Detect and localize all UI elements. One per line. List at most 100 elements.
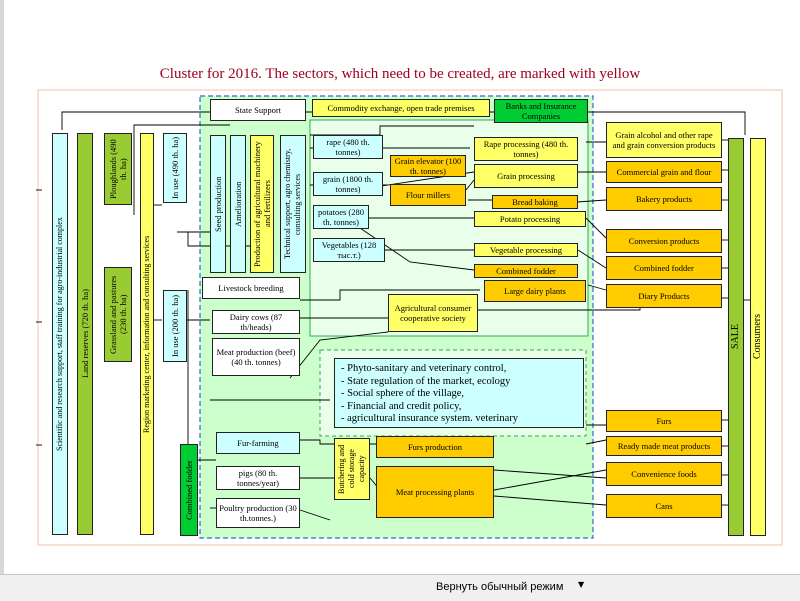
dropdown-arrow-icon[interactable]: ▼ (578, 580, 585, 589)
potatoes-box: potatoes (280 th. tonnes) (313, 205, 369, 229)
commercial-grain-label: Commercial grain and flour (616, 167, 712, 177)
region-marketing-box: Region marketing center, information and… (140, 133, 154, 535)
pigs-box: pigs (80 th. tonnes/year) (216, 466, 300, 490)
bread-baking-label: Bread baking (512, 197, 558, 207)
rape-label: rape (480 th. tonnes) (326, 137, 370, 157)
diary-products-box: Diary Products (606, 284, 722, 308)
banks-label: Banks and Insurance Companies (505, 101, 577, 121)
grain-box: grain (1800 th. tonnes) (313, 172, 383, 196)
fur-farming-box: Fur-farming (216, 432, 300, 454)
agri-coop-label: Agricultural consumer cooperative societ… (394, 303, 472, 323)
land-reserves-label: Land reserves (720 th. ha) (80, 289, 90, 379)
combined-fodder-left-label: Combined fodder (184, 460, 194, 520)
flour-millers-box: Flour millers (390, 184, 466, 206)
vegetables-box: Vegetables (128 тыс.т.) (313, 238, 385, 262)
rape-processing-box: Rape processing (480 th. tonnes) (474, 137, 578, 161)
state-support-label: State Support (234, 105, 282, 115)
vegetable-processing-label: Vegetable processing (490, 245, 562, 255)
convenience-foods-box: Convenience foods (606, 462, 722, 486)
agri-coop-box: Agricultural consumer cooperative societ… (388, 294, 478, 332)
grain-processing-box: Grain processing (474, 164, 578, 188)
policy-item: - Phyto-sanitary and veterinary control, (341, 363, 507, 374)
scientific-support-box: Scientific and research support, staff t… (52, 133, 68, 535)
vegetable-processing-box: Vegetable processing (474, 243, 578, 257)
poultry-box: Poultry production (30 th.tonnes.) (216, 498, 300, 528)
livestock-breeding-label: Livestock breeding (218, 283, 284, 293)
amelioration-box: Amelioration (230, 135, 246, 273)
state-support-box: State Support (210, 99, 306, 121)
technical-support-box: Technical support, agro chemistry, consu… (280, 135, 306, 273)
commodity-exchange-box: Commodity exchange, open trade premises (312, 99, 490, 117)
combined-fodder-mid-label: Combined fodder (496, 266, 556, 276)
technical-support-label: Technical support, agro chemistry, consu… (283, 148, 302, 260)
consumers-box: Consumers (750, 138, 766, 536)
scientific-support-label: Scientific and research support, staff t… (55, 217, 64, 451)
conversion-products-label: Conversion products (628, 236, 700, 246)
meat-processing-plants-box: Meat processing plants (376, 466, 494, 518)
large-dairy-plants-label: Large dairy plants (504, 286, 566, 296)
potatoes-label: potatoes (280 th. tonnes) (317, 207, 365, 227)
restore-normal-mode-button[interactable]: Вернуть обычный режим (436, 581, 564, 593)
region-marketing-label: Region marketing center, information and… (142, 235, 151, 433)
diary-products-label: Diary Products (638, 291, 690, 301)
grain-alcohol-box: Grain alcohol and other rape and grain c… (606, 122, 722, 158)
amelioration-label: Amelioration (233, 181, 243, 227)
grain-elevator-box: Grain elevator (100 th. tonnes) (390, 155, 466, 177)
status-bar: Вернуть обычный режим ▼ (0, 574, 800, 601)
cans-box: Cans (606, 494, 722, 518)
fur-farming-label: Fur-farming (237, 438, 279, 448)
bakery-products-box: Bakery products (606, 187, 722, 211)
rape-processing-label: Rape processing (480 th. tonnes) (483, 139, 569, 159)
ploughlands-box: Ploughlands (490 th. ha) (104, 133, 132, 205)
grassland-label: Grassland and pastures (230 th. ha) (108, 275, 128, 354)
agri-machinery-box: Production of agricultural machinery and… (250, 135, 274, 273)
grain-label: grain (1800 th. tonnes) (322, 174, 374, 194)
poultry-label: Poultry production (30 th.tonnes.) (219, 503, 297, 523)
commodity-exchange-label: Commodity exchange, open trade premises (327, 103, 475, 113)
potato-processing-label: Potato processing (499, 214, 561, 224)
grain-processing-label: Grain processing (497, 171, 555, 181)
consumers-label: Consumers (752, 314, 763, 360)
dairy-cows-label: Dairy cows (87 th/heads) (229, 312, 283, 332)
furs-box: Furs (606, 410, 722, 432)
bakery-products-label: Bakery products (636, 194, 692, 204)
sale-label: SALE (730, 324, 741, 350)
in-use-200-box: In use (200 th. ha) (163, 290, 187, 362)
bread-baking-box: Bread baking (492, 195, 578, 209)
combined-fodder-left-box: Combined fodder (180, 444, 198, 536)
land-reserves-box: Land reserves (720 th. ha) (77, 133, 93, 535)
furs-label: Furs (656, 416, 672, 426)
window-edge (0, 0, 4, 574)
outer-frame (37, 89, 783, 546)
seed-production-label: Seed production (213, 176, 223, 232)
policy-item: - agricultural insurance system. veterin… (341, 413, 518, 424)
flour-millers-label: Flour millers (405, 190, 451, 200)
banks-box: Banks and Insurance Companies (494, 99, 588, 123)
butchering-box: Butchering and cold storage capacity (334, 438, 370, 500)
policies-list: - Phyto-sanitary and veterinary control,… (341, 363, 518, 426)
in-use-490-label: In use (490 th. ha) (170, 136, 180, 200)
livestock-breeding-box: Livestock breeding (202, 277, 300, 299)
diagram-title: Cluster for 2016. The sectors, which nee… (159, 66, 641, 82)
meat-beef-box: Meat production (beef) (40 th. tonnes) (212, 338, 300, 376)
combined-fodder-mid-box: Combined fodder (474, 264, 578, 278)
combined-fodder-right-box: Combined fodder (606, 256, 722, 280)
in-use-490-box: In use (490 th. ha) (163, 133, 187, 203)
commercial-grain-box: Commercial grain and flour (606, 161, 722, 183)
policies-box: - Phyto-sanitary and veterinary control,… (334, 358, 584, 428)
policy-item: - Financial and credit policy, (341, 400, 462, 412)
agri-machinery-label: Production of agricultural machinery and… (252, 141, 272, 267)
in-use-200-label: In use (200 th. ha) (170, 294, 180, 358)
grain-elevator-label: Grain elevator (100 th. tonnes) (394, 156, 462, 176)
large-dairy-plants-box: Large dairy plants (484, 280, 586, 302)
sale-box: SALE (728, 138, 744, 536)
policy-item: - State regulation of the market, ecolog… (341, 375, 511, 387)
grassland-box: Grassland and pastures (230 th. ha) (104, 267, 132, 362)
dairy-cows-box: Dairy cows (87 th/heads) (212, 310, 300, 334)
butchering-label: Butchering and cold storage capacity (337, 444, 366, 494)
combined-fodder-right-label: Combined fodder (634, 263, 694, 273)
policy-item: - Social sphere of the village, (341, 388, 465, 399)
conversion-products-box: Conversion products (606, 229, 722, 253)
convenience-foods-label: Convenience foods (631, 469, 697, 479)
ploughlands-label: Ploughlands (490 th. ha) (108, 139, 128, 199)
